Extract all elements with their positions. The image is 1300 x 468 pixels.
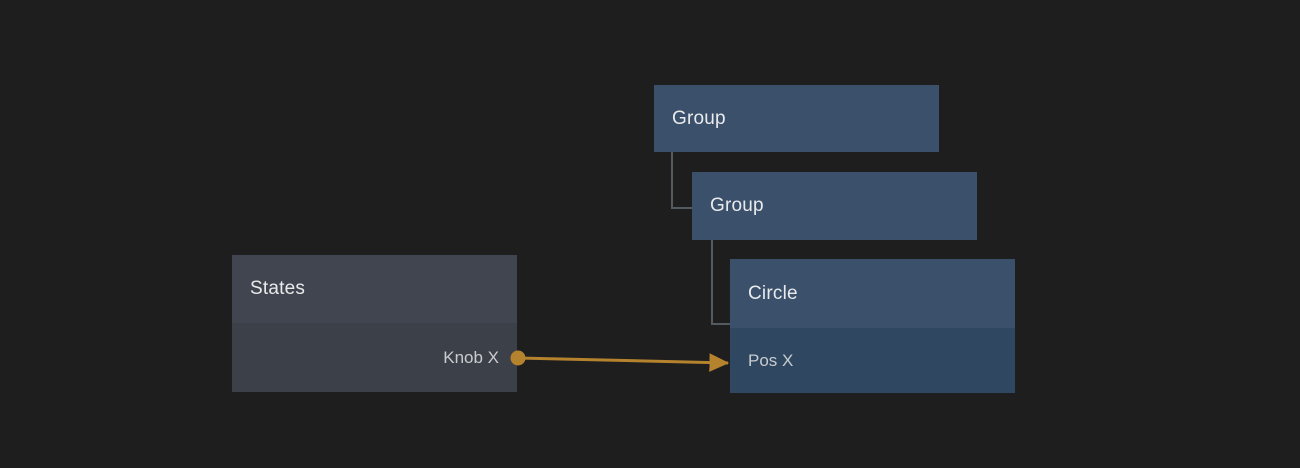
tree-connector-vertical — [711, 240, 713, 325]
output-port-dot-knob-x[interactable] — [510, 350, 526, 366]
tree-connector-vertical — [671, 152, 673, 209]
node-states[interactable]: States Knob X — [232, 255, 517, 392]
node-circle[interactable]: Circle Pos X — [730, 259, 1015, 393]
node-title-circle: Circle — [730, 259, 1015, 328]
tree-connector-group-to-group — [671, 152, 692, 209]
node-title-group-root: Group — [654, 85, 939, 152]
node-title-states: States — [232, 255, 517, 323]
node-group-child[interactable]: Group — [692, 172, 977, 240]
node-title-group-child: Group — [692, 172, 977, 240]
tree-connector-group-to-circle — [711, 240, 731, 325]
tree-connector-horizontal — [711, 323, 731, 325]
node-port-pos-x[interactable]: Pos X — [730, 328, 1015, 393]
link-knob-x-to-pos-x — [517, 353, 730, 372]
tree-connector-horizontal — [671, 207, 692, 209]
node-port-knob-x[interactable]: Knob X — [232, 323, 517, 392]
node-group-root[interactable]: Group — [654, 85, 939, 152]
